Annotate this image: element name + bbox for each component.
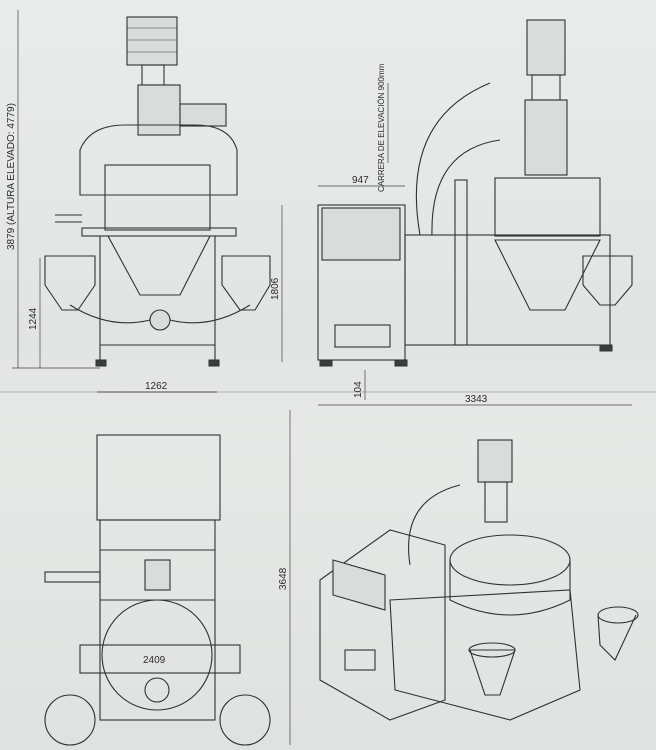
side-frame: [404, 234, 611, 346]
iso-vessel: [449, 534, 571, 586]
right-hopper-plan: [219, 694, 271, 746]
lift-column: [524, 99, 568, 176]
total-length-dimension: 3343: [465, 394, 488, 405]
side-vessel: [494, 177, 601, 237]
iso-cabinet: [319, 529, 446, 721]
vent-grille: [334, 324, 391, 348]
isometric-view: [319, 439, 639, 721]
side-hopper-right: [582, 255, 633, 306]
left-hopper-plan: [44, 694, 96, 746]
cabinet-width-dimension: 947: [352, 175, 369, 186]
lift-stroke-dimension: CARRERA DE ELEVACIÓN 900mm: [377, 63, 386, 192]
cabinet-height-dimension: 1806: [270, 277, 281, 300]
mixing-vessel: [104, 164, 211, 231]
motor-front: [126, 16, 178, 66]
plan-frame: [99, 519, 216, 721]
discharge-valve: [149, 309, 171, 331]
left-side-hopper: [44, 255, 96, 311]
lid-frame: [79, 124, 238, 196]
gearbox-front: [137, 84, 181, 136]
right-side-hopper: [221, 255, 271, 311]
plan-cabinet: [96, 434, 221, 521]
foot-height-dimension: 104: [353, 381, 364, 398]
plan-width-dimension: 1262: [145, 381, 168, 392]
plan-view: 1262 3648 2409: [44, 381, 291, 746]
total-height-dimension: 3879 (ALTURA ELEVADO: 4779): [6, 103, 17, 250]
hopper-cone: [107, 235, 211, 296]
iso-motor: [477, 439, 513, 483]
plan-length-dimension: 3648: [278, 567, 289, 590]
motor-side: [526, 19, 566, 76]
front-view: 3879 (ALTURA ELEVADO: 4779) 1244: [6, 10, 271, 369]
hopper-height-dimension: 1244: [28, 307, 39, 330]
side-view: 947 1806 CARRERA DE ELEVACIÓN 900mm 104 …: [270, 19, 633, 406]
iso-frame: [389, 589, 581, 721]
vessel-plan-circle: [101, 599, 213, 711]
cabinet-screen: [321, 207, 401, 261]
vessel-diameter-dimension: 2409: [143, 655, 166, 666]
